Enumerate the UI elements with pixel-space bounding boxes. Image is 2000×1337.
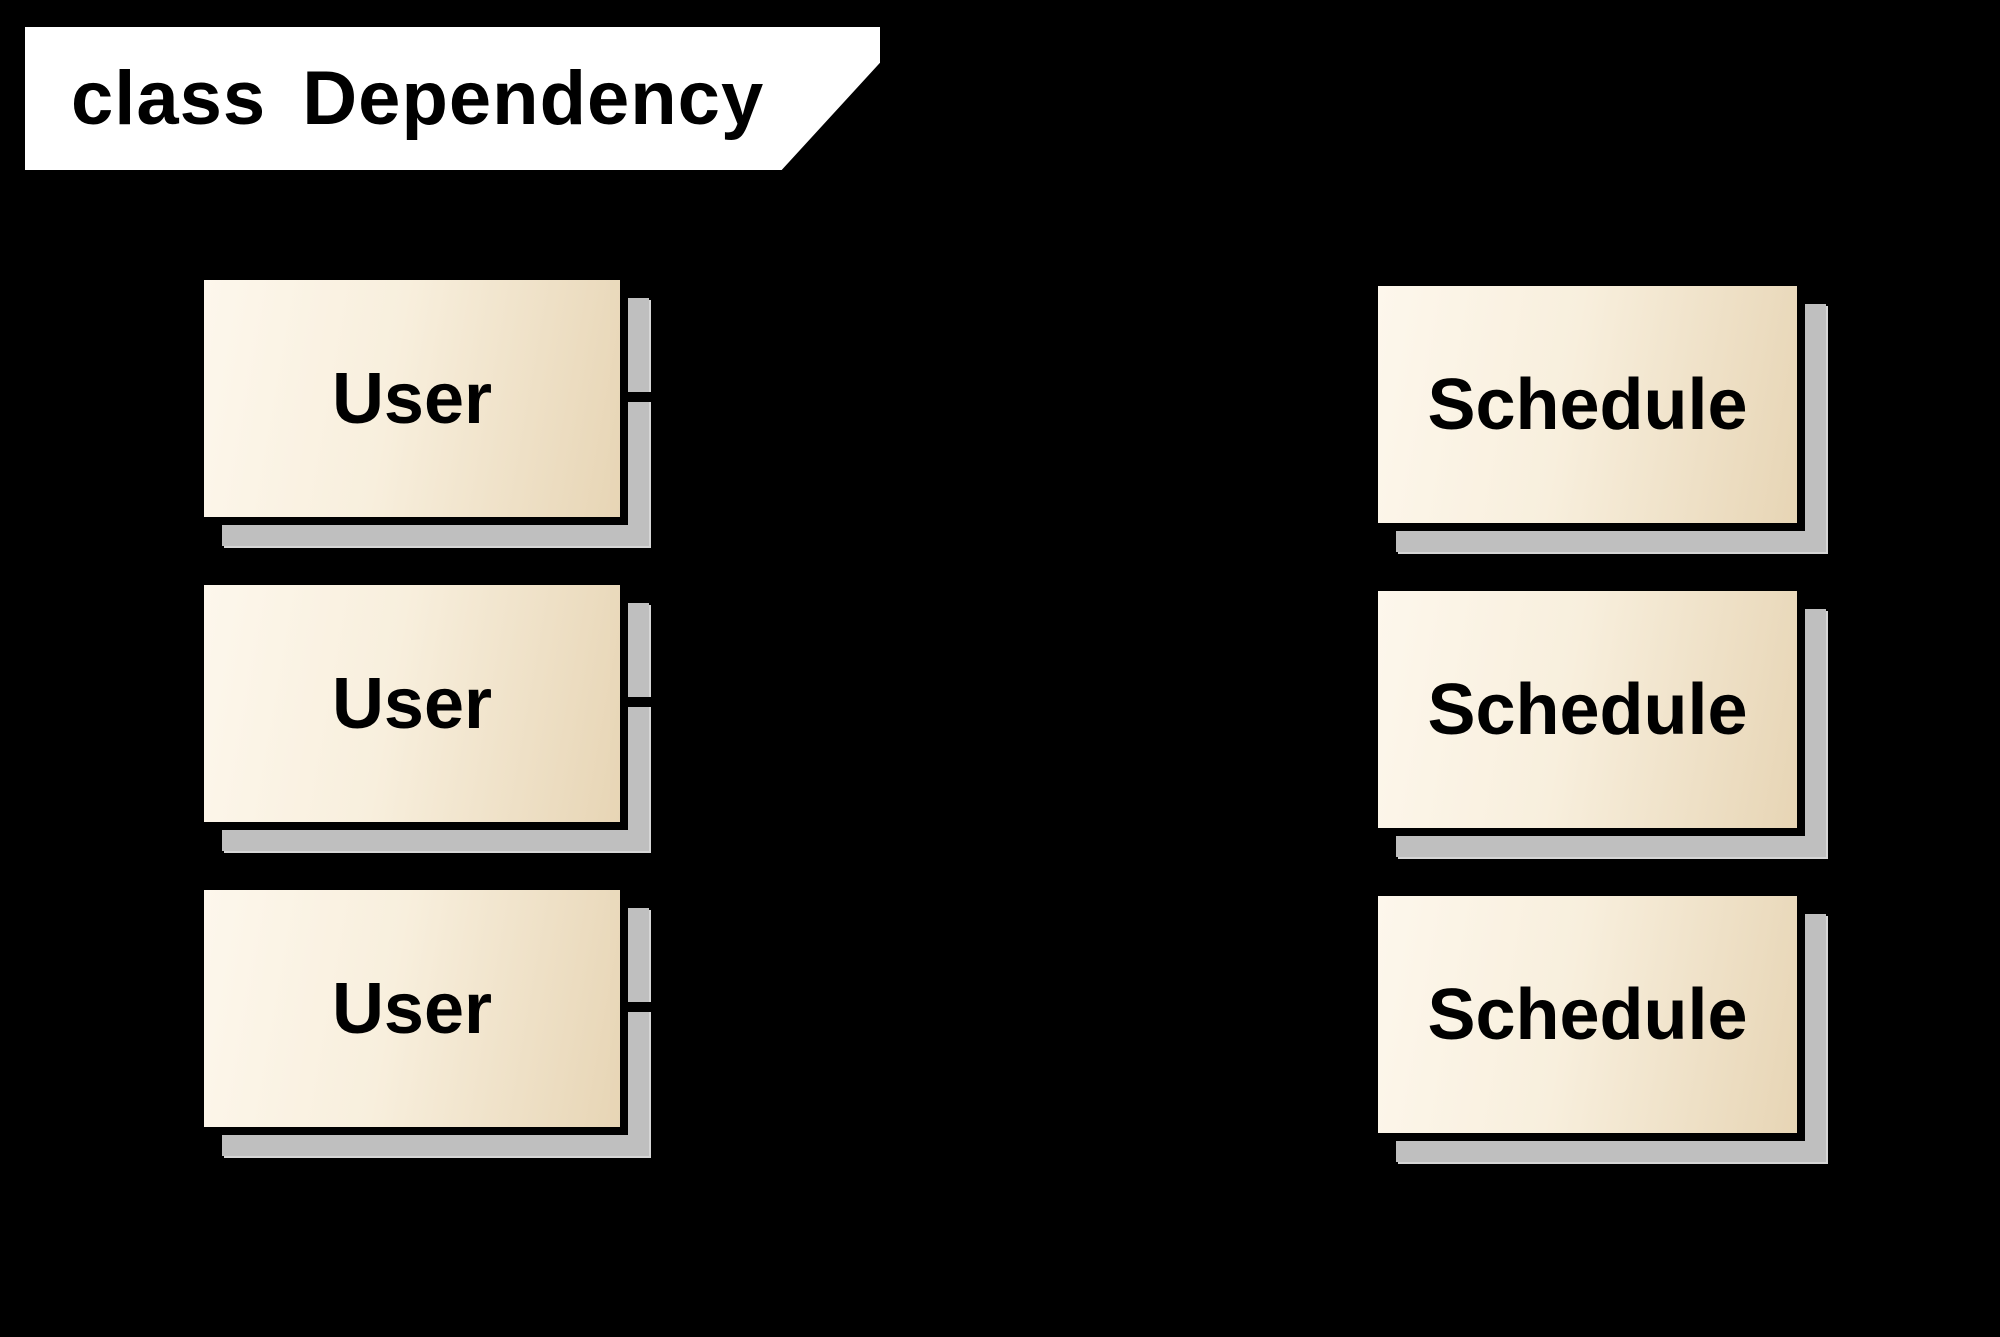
class-box-schedule-1[interactable]: Schedule (1375, 283, 1805, 531)
class-box-schedule-3[interactable]: Schedule (1375, 893, 1805, 1141)
class-name-label: Schedule (1427, 669, 1748, 750)
class-name-label: User (331, 968, 493, 1049)
class-box-user-1[interactable]: User (201, 277, 628, 525)
class-box-user-3[interactable]: User (201, 887, 628, 1135)
dependency-connector-3[interactable] (628, 1002, 1378, 1012)
dependency-connector-2[interactable] (628, 697, 1378, 707)
dependency-connector-1[interactable] (628, 392, 1378, 402)
class-name-label: Schedule (1427, 974, 1748, 1055)
class-box-schedule-2[interactable]: Schedule (1375, 588, 1805, 836)
class-name-label: User (331, 663, 493, 744)
uml-frame-title-tab: class Dependency (25, 27, 880, 170)
class-box-user-2[interactable]: User (201, 582, 628, 830)
frame-title: class Dependency (71, 56, 765, 141)
class-name-label: Schedule (1427, 364, 1748, 445)
class-name-label: User (331, 358, 493, 439)
